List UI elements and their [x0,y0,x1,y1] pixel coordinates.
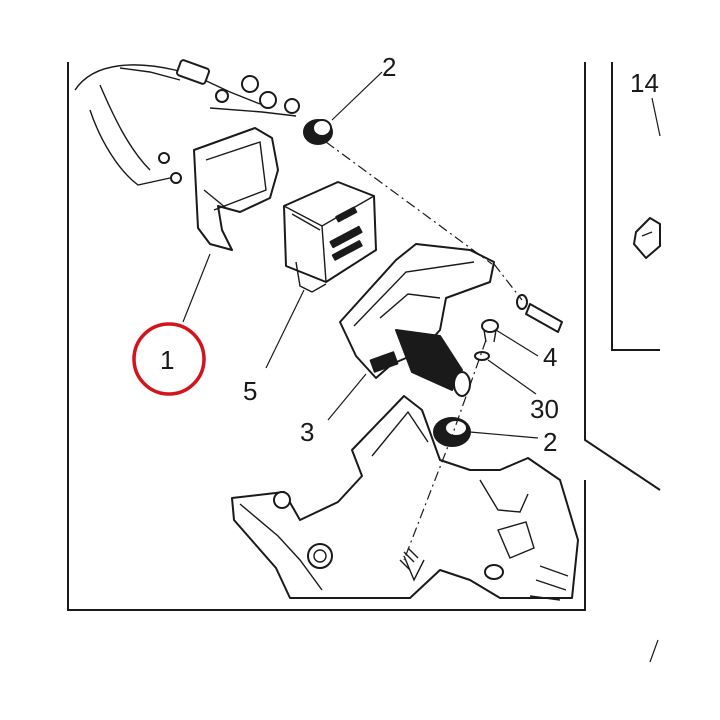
edge-mark [649,639,659,663]
screw [481,319,499,343]
callout-30: 30 [530,394,559,424]
axis-line-lower [403,339,487,561]
leader-3 [327,373,367,421]
callout-1: 1 [160,345,174,375]
lower-pedal-assembly [231,395,579,601]
leader-2b [469,431,539,439]
bracket [193,127,279,251]
leader-4 [495,329,539,357]
main-frame [67,62,661,611]
secondary-frame [611,62,660,351]
leader-14 [651,97,661,137]
callout-14: 14 [630,68,659,98]
callout-3: 3 [300,417,314,447]
callout-2a: 2 [382,52,396,82]
pedal-bracket [339,243,495,397]
callout-4: 4 [543,342,557,372]
grommet-bottom [433,417,471,447]
leader-5 [265,289,305,369]
highlight-circle [132,322,206,396]
control-module [283,181,377,293]
axis-line-upper [325,141,493,265]
leader-30 [487,359,537,395]
washer [474,351,490,361]
grommet-top [303,119,333,145]
leader-1 [182,253,211,323]
headlamp-housing [74,59,300,186]
axis-line-bolt [493,263,523,301]
bolt [516,294,563,333]
callout-5: 5 [243,376,257,406]
leader-2a [331,71,383,121]
inset-part-fragment [633,217,661,259]
callout-2b: 2 [543,427,557,457]
